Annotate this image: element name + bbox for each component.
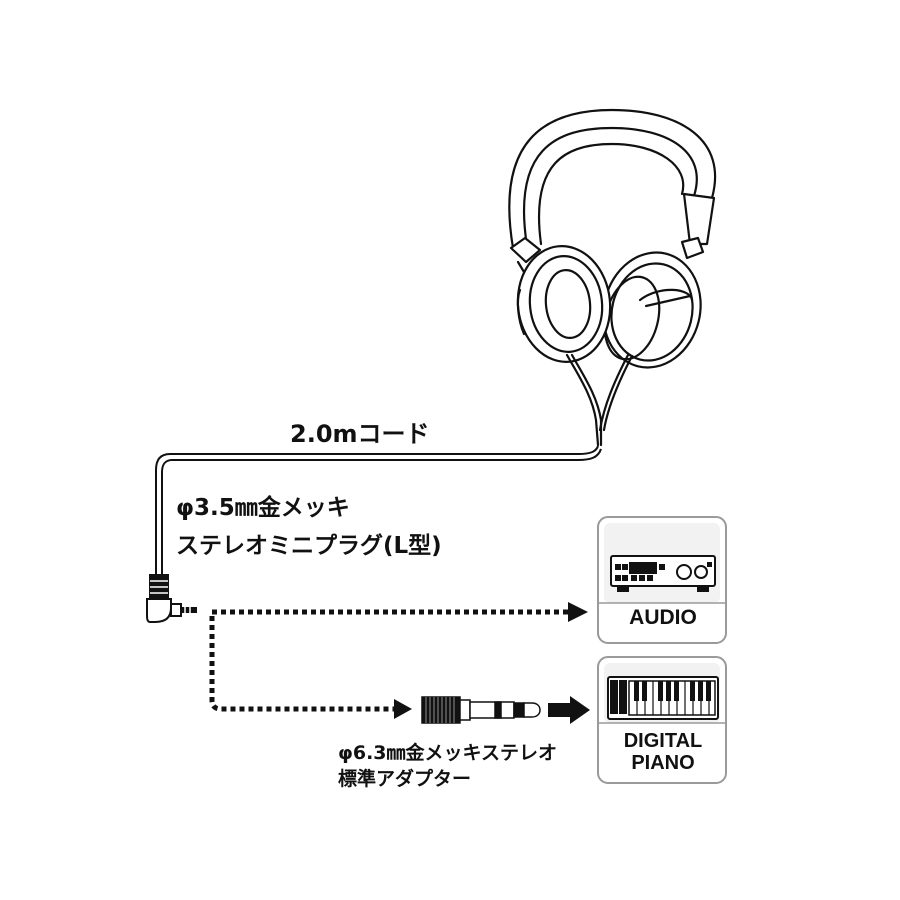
audio-amplifier-icon <box>610 555 716 592</box>
adapter-label-line1: φ6.3㎜金メッキステレオ <box>338 742 557 764</box>
cord-line <box>155 445 602 575</box>
piano-device-label-line1: DIGITAL <box>623 730 703 752</box>
plug-label-line2: ステレオミニプラグ(L型) <box>176 533 442 559</box>
audio-device-box <box>597 516 727 644</box>
plug-label-line1: φ3.5㎜金メッキ <box>176 495 350 521</box>
arrow-to-audio-icon <box>568 602 588 622</box>
l-plug-icon <box>146 574 197 623</box>
adapter-icon <box>421 696 541 724</box>
adapter-dotted-line <box>209 616 394 712</box>
adapter-label-line2: 標準アダプター <box>338 768 472 790</box>
right-ear-cup <box>602 251 702 369</box>
headphones-icon <box>508 108 717 447</box>
audio-device-label: AUDIO <box>629 606 697 629</box>
headband <box>508 108 717 250</box>
piano-device-box <box>597 656 727 784</box>
piano-device-label-line2: PIANO <box>631 752 695 774</box>
cord-length-label: 2.0mコード <box>290 420 430 448</box>
arrow-to-adapter-icon <box>394 699 412 719</box>
keyboard-icon <box>607 676 719 720</box>
arrow-to-piano-icon <box>548 696 590 724</box>
